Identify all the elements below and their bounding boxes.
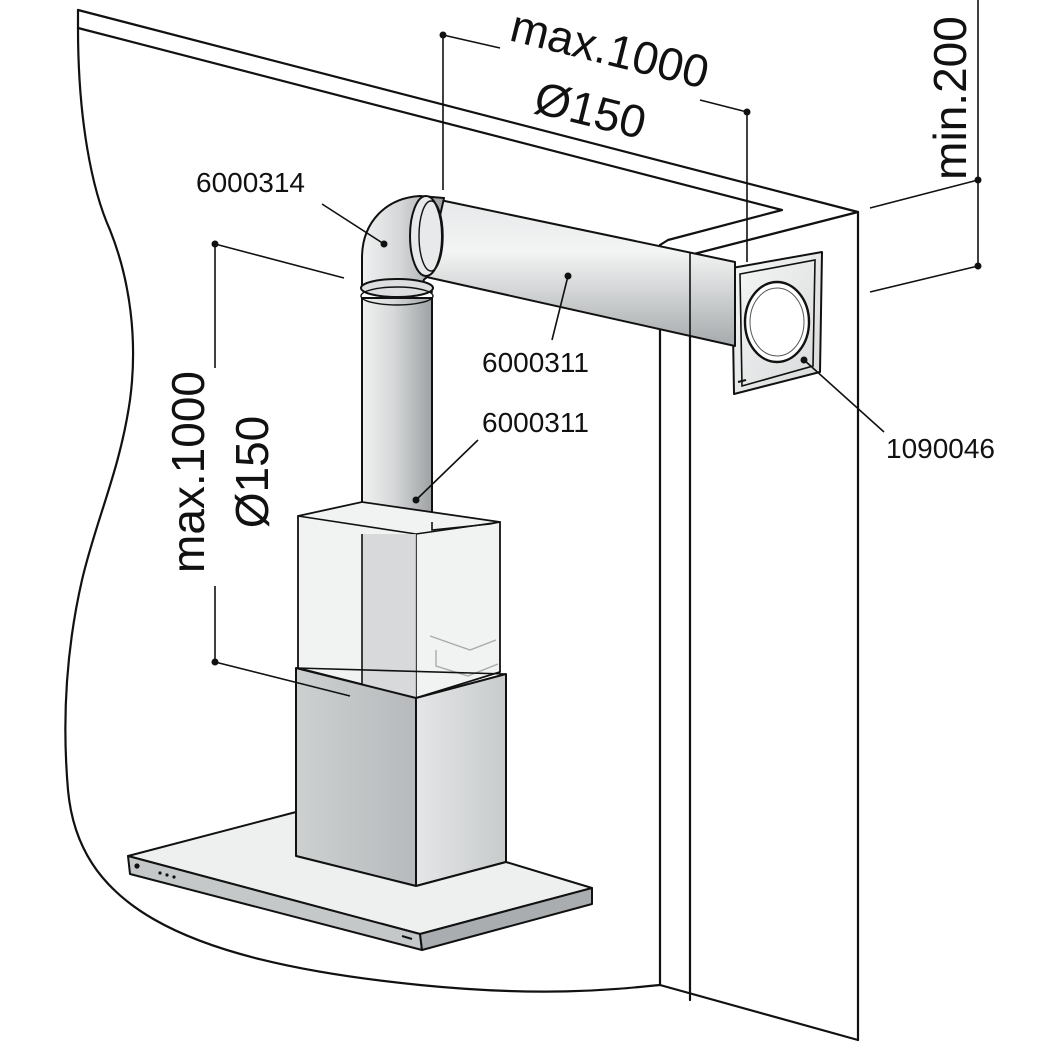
vertical-pipe-front bbox=[361, 534, 416, 698]
hood-canopy bbox=[127, 811, 593, 951]
ceiling-dimension-line bbox=[869, 0, 982, 293]
vertical-diameter-label: Ø150 bbox=[226, 416, 278, 529]
horizontal-pipe bbox=[421, 199, 736, 347]
wall-box-part-number: 1090046 bbox=[886, 433, 995, 464]
leader-lines bbox=[321, 203, 885, 504]
horizontal-length-label: max.1000 bbox=[506, 0, 715, 99]
horizontal-dimension-line bbox=[439, 31, 751, 262]
pipe-bend bbox=[360, 195, 445, 306]
vertical-length-label: max.1000 bbox=[162, 371, 214, 573]
ceiling-clearance-label: min.200 bbox=[924, 16, 976, 180]
vertical-dimension-line bbox=[211, 240, 351, 697]
wall-outline bbox=[658, 210, 860, 1042]
steel-chimney bbox=[295, 667, 507, 887]
horizontal-pipe-part-number: 6000311 bbox=[482, 347, 589, 378]
wall-break-line bbox=[64, 26, 662, 993]
horizontal-diameter-label: Ø150 bbox=[530, 71, 652, 149]
wall-box bbox=[731, 251, 823, 395]
vertical-pipe-part-number: 6000311 bbox=[482, 407, 589, 438]
bend-part-number: 6000314 bbox=[196, 167, 305, 198]
